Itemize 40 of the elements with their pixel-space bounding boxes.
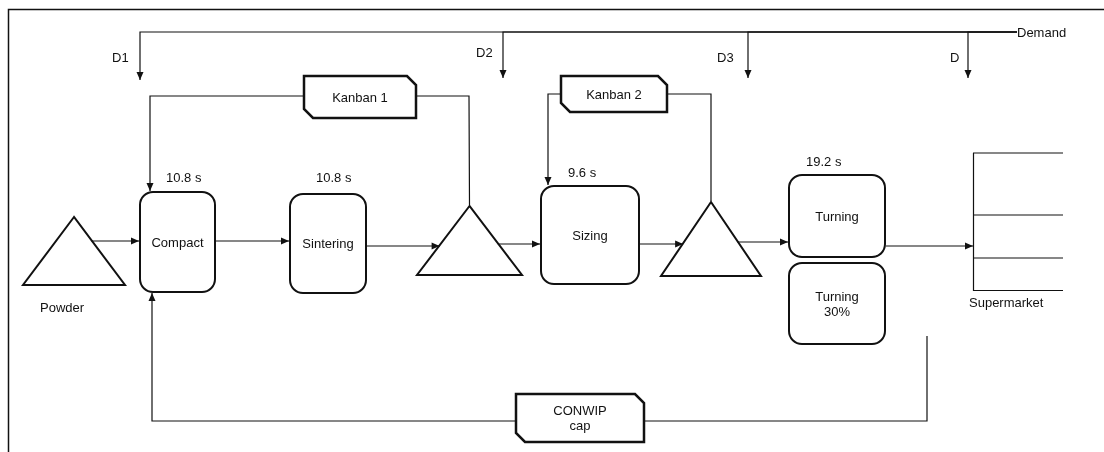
arrow (885, 242, 974, 250)
edge-label: D2 (476, 45, 493, 60)
inventory-triangle (416, 205, 523, 276)
cycle-time: 19.2 s (806, 154, 842, 169)
process-box (788, 174, 886, 258)
node-label: Compact (150, 234, 205, 250)
arrow (146, 95, 304, 192)
inventory-triangle (660, 201, 762, 277)
process-box (540, 185, 640, 285)
process-box (788, 262, 886, 345)
connector-line (667, 93, 712, 202)
connector-line (416, 95, 471, 206)
node-label: Kanban 2 (586, 86, 642, 102)
edge-label: D (950, 50, 960, 65)
kanban-card (560, 75, 668, 113)
cycle-time: 10.8 s (166, 170, 202, 185)
cycle-time: 9.6 s (568, 165, 597, 180)
node-label: Turning 30% (814, 288, 860, 319)
cycle-time: 10.8 s (316, 170, 352, 185)
node-label: Supermarket (969, 295, 1044, 310)
node-label: Turning (814, 208, 860, 224)
edge-label: D1 (112, 50, 129, 65)
arrow (148, 292, 516, 422)
edge-label: D3 (717, 50, 734, 65)
node-label: Powder (40, 300, 85, 315)
arrow (544, 93, 561, 186)
process-box (139, 191, 216, 293)
arrow (639, 240, 684, 248)
node-label: Sintering (301, 236, 355, 251)
arrow (497, 240, 541, 248)
kanban-card (303, 75, 417, 119)
demand-label: Demand (1017, 24, 1067, 40)
process-box (289, 193, 367, 294)
node-label: CONWIP cap (552, 403, 608, 433)
arrow (215, 237, 290, 245)
arrow (964, 31, 1018, 79)
node-label: Sizing (571, 227, 609, 243)
connector-line (644, 335, 928, 422)
node-label: Kanban 1 (332, 89, 388, 105)
kanban-card (515, 393, 645, 443)
